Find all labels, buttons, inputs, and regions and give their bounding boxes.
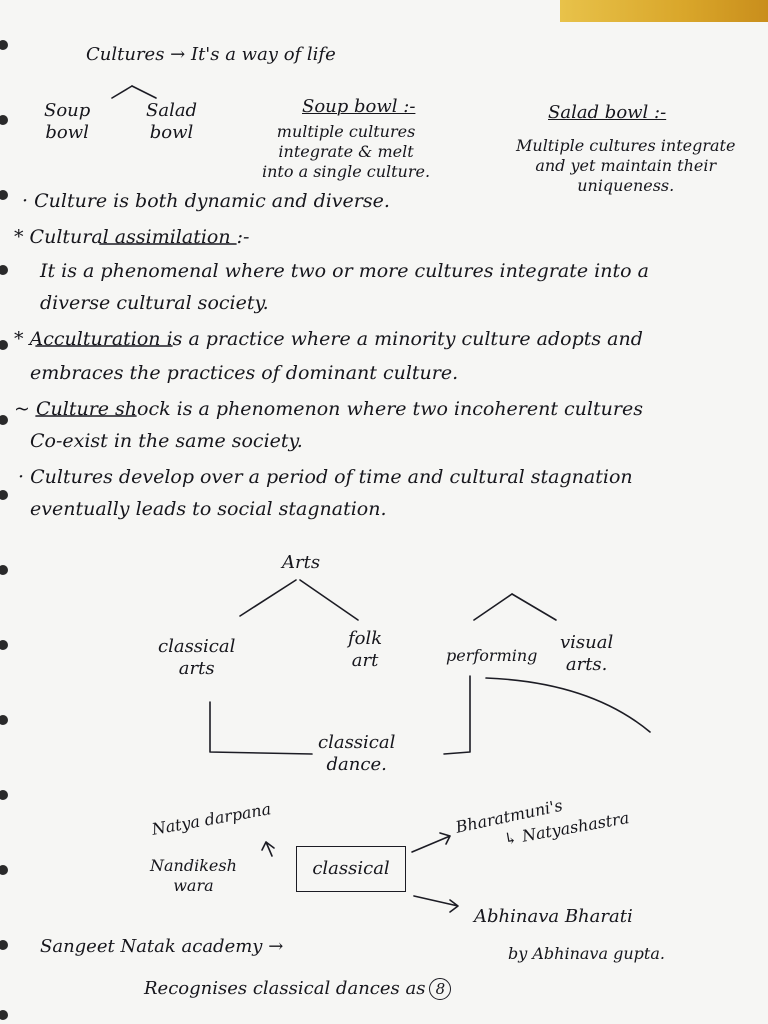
binding-hole: [0, 715, 8, 725]
performing-label: performing: [446, 646, 538, 665]
note-text: Culture shock is a phenomenon where two …: [35, 398, 643, 420]
note-line: Co-exist in the same society.: [30, 428, 303, 454]
bharatmuni-arrow: [411, 832, 451, 853]
soup-bowl-definition: multiple cultures integrate & melt into …: [262, 122, 431, 181]
note-bullet: ~: [14, 398, 30, 420]
note-text: eventually leads to social stagnation.: [30, 498, 387, 520]
performing-bracket: [443, 675, 471, 755]
recognises-text: Recognises classical dances as: [144, 978, 426, 999]
nandikeshwara-label: Nandikesh wara: [150, 856, 237, 895]
note-line: diverse cultural society.: [40, 290, 269, 316]
arts-branch-left: [239, 579, 297, 617]
salad-bowl-definition: Multiple cultures integrate and yet main…: [516, 136, 736, 195]
cultures-branch-right: [131, 85, 157, 99]
classical-box-label: classical: [312, 858, 390, 879]
note-bullet: *: [14, 226, 24, 248]
visual-arts-curve: [485, 677, 651, 733]
binding-hole: [0, 865, 8, 875]
binding-hole: [0, 790, 8, 800]
note-line: eventually leads to social stagnation.: [30, 496, 387, 522]
classical-arts-bracket: [209, 701, 313, 755]
binding-hole: [0, 490, 8, 500]
note-line: * Acculturation is a practice where a mi…: [14, 326, 643, 352]
note-bullet: *: [14, 328, 24, 350]
notebook-top-strip: [560, 0, 768, 22]
binding-hole: [0, 640, 8, 650]
soup-bowl-definition-title: Soup bowl :-: [302, 96, 416, 117]
performing-branch-right: [511, 593, 557, 621]
binding-hole: [0, 1010, 8, 1020]
note-line: · Culture is both dynamic and diverse.: [22, 188, 390, 214]
by-abhinava-gupta-label: by Abhinava gupta.: [508, 944, 665, 963]
note-text: Co-exist in the same society.: [30, 430, 303, 452]
classical-box: classical: [296, 846, 406, 892]
salad-bowl-label: Salad bowl: [146, 100, 198, 143]
note-text: Culture is both dynamic and diverse.: [34, 190, 390, 212]
binding-hole: [0, 340, 8, 350]
binding-hole: [0, 940, 8, 950]
performing-branch-left: [473, 593, 513, 621]
binding-hole: [0, 40, 8, 50]
circled-count: 8: [429, 978, 452, 1000]
note-text: It is a phenomenal where two or more cul…: [40, 260, 649, 282]
salad-bowl-definition-title: Salad bowl :-: [548, 102, 667, 123]
nandikeshwara-arrow: [261, 841, 275, 857]
note-line: ~ Culture shock is a phenomenon where tw…: [14, 396, 643, 422]
binding-hole: [0, 265, 8, 275]
note-line: · Cultures develop over a period of time…: [18, 464, 633, 490]
binding-hole: [0, 190, 8, 200]
note-bullet: ·: [22, 190, 29, 212]
note-line: It is a phenomenal where two or more cul…: [40, 258, 649, 284]
classical-dance-label: classical dance.: [318, 732, 396, 775]
abhinava-bharati-label: Abhinava Bharati: [474, 906, 633, 927]
note-text: Cultures develop over a period of time a…: [30, 466, 633, 488]
visual-arts-label: visual arts.: [560, 632, 614, 675]
note-text: embraces the practices of dominant cultu…: [30, 362, 459, 384]
spiral-binding: [0, 0, 14, 1024]
cultures-heading: Cultures → It's a way of life: [86, 44, 336, 65]
arts-branch-right: [299, 579, 359, 621]
soup-bowl-label: Soup bowl: [44, 100, 91, 143]
binding-hole: [0, 565, 8, 575]
folk-art-label: folk art: [348, 628, 383, 671]
binding-hole: [0, 115, 8, 125]
arts-title: Arts: [282, 552, 321, 573]
note-text: Acculturation is a practice where a mino…: [29, 328, 643, 350]
classical-arts-label: classical arts: [158, 636, 236, 679]
cultures-branch-left: [111, 85, 133, 99]
note-text: diverse cultural society.: [40, 292, 269, 314]
note-bullet: ·: [18, 466, 25, 488]
note-line: embraces the practices of dominant cultu…: [30, 360, 458, 386]
sangeet-natak-academy-label: Sangeet Natak academy →: [40, 936, 284, 957]
note-line: * Cultural assimilation :-: [14, 224, 249, 250]
binding-hole: [0, 415, 8, 425]
note-text: Cultural assimilation :-: [29, 226, 250, 248]
abhinava-arrow: [413, 895, 459, 913]
